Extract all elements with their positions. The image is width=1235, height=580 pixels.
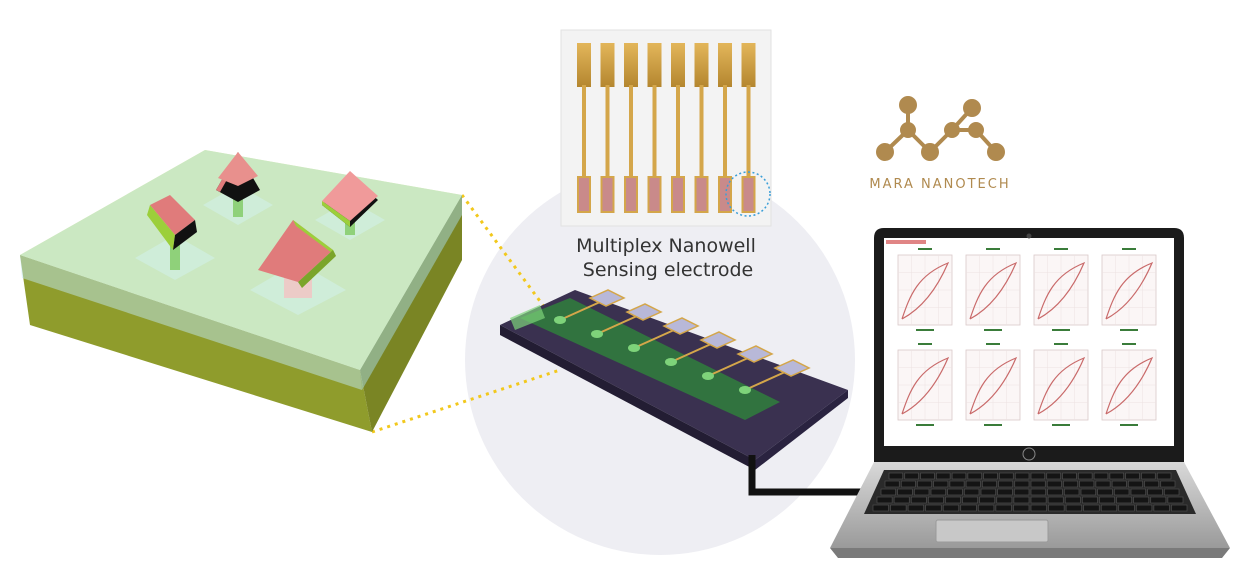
electrode-array-image [560, 29, 772, 227]
nanowell-1 [203, 152, 273, 225]
screen-plot [1101, 248, 1157, 331]
chip-sensor-pad-6 [739, 359, 811, 394]
chip-sensor-pad-4 [665, 331, 737, 366]
chip-sensor-pad-5 [702, 345, 774, 380]
screen-plot [965, 248, 1021, 331]
screen-plot [1033, 248, 1089, 331]
electrode-label-line2: Sensing electrode [583, 259, 753, 281]
nanowell-2 [315, 171, 385, 240]
nanowell-substrate-block [20, 150, 462, 432]
highlight-circle [725, 171, 771, 217]
brand-name: MARA NANOTECH [869, 177, 1010, 192]
hp-logo-icon [1022, 447, 1036, 461]
electrode-label-line1: Multiplex Nanowell [576, 235, 756, 257]
connection-cable [748, 455, 862, 496]
electrode-4 [647, 43, 662, 213]
electrode-2 [600, 43, 615, 213]
chip-trace-band [520, 298, 780, 420]
electrode-3 [624, 43, 638, 213]
laptop-touchpad [935, 519, 1049, 543]
electrode-6 [694, 43, 709, 213]
screen-plot [1033, 343, 1089, 426]
nanowell-3 [135, 195, 215, 280]
molecule-logo-icon [876, 96, 1005, 161]
zoom-connector-lines [371, 194, 561, 434]
screen-plot [897, 343, 953, 426]
nanowell-4 [250, 220, 346, 315]
chip-sensor-pad-1 [554, 289, 626, 324]
screen-plot [1101, 343, 1157, 426]
screen-plot [965, 343, 1021, 426]
electrode-1 [577, 43, 591, 213]
laptop-icon [830, 228, 1230, 558]
chip-sensor-pad-3 [628, 317, 700, 352]
electrode-8 [741, 43, 756, 213]
electrode-5 [671, 43, 685, 213]
chip-sensor-pad-2 [591, 303, 663, 338]
screen-plot [897, 248, 953, 331]
sensor-chip [500, 289, 848, 470]
